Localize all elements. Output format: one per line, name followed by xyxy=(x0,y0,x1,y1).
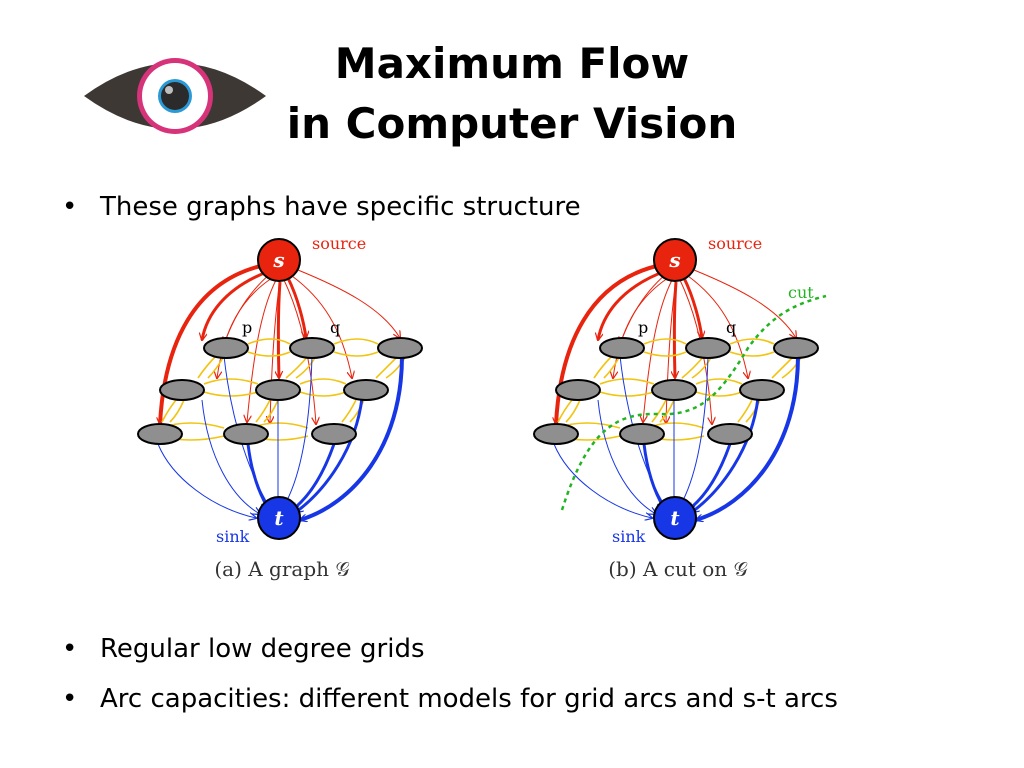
figure-caption: (b) A cut on 𝒢 xyxy=(608,557,748,581)
grid-arcs xyxy=(555,338,803,441)
grid-node xyxy=(599,337,645,359)
grid-node xyxy=(311,423,357,445)
bullet-symbol: • xyxy=(62,634,78,664)
grid-node xyxy=(773,337,819,359)
node-p-label: p xyxy=(242,318,252,337)
title-line-1: Maximum Flow xyxy=(334,39,690,88)
grid-node xyxy=(533,423,579,445)
graph-figure-a: s source t sink p q (a) A graph 𝒢 xyxy=(137,234,423,581)
source-label: source xyxy=(708,234,762,253)
figure-caption: (a) A graph 𝒢 xyxy=(214,557,349,581)
grid-node xyxy=(377,337,423,359)
grid-node xyxy=(651,379,697,401)
source-node xyxy=(653,238,697,282)
grid-node xyxy=(707,423,753,445)
node-q-label: q xyxy=(330,318,340,337)
sink-node xyxy=(653,496,697,540)
sink-label: sink xyxy=(612,527,646,546)
grid-nodes xyxy=(533,337,819,445)
slide-title: Maximum Flow in Computer Vision xyxy=(250,34,774,154)
eye-logo-icon xyxy=(84,58,266,134)
grid-node xyxy=(289,337,335,359)
bullet-text: Arc capacities: different models for gri… xyxy=(100,684,838,714)
cut-curve xyxy=(560,294,827,511)
source-node-label: s xyxy=(668,248,680,272)
bullet-text: These graphs have specific structure xyxy=(100,192,581,222)
grid-node xyxy=(619,423,665,445)
sink-node xyxy=(257,496,301,540)
title-line-2: in Computer Vision xyxy=(286,99,738,148)
bullet-symbol: • xyxy=(62,192,78,222)
graph-figure-b: cut s source t sink p q (b) A cut on 𝒢 xyxy=(533,234,827,581)
grid-node xyxy=(203,337,249,359)
sink-node-label: t xyxy=(274,506,284,530)
grid-node xyxy=(159,379,205,401)
node-p-label: p xyxy=(638,318,648,337)
source-node xyxy=(257,238,301,282)
sink-node-label: t xyxy=(670,506,680,530)
grid-node xyxy=(343,379,389,401)
grid-nodes xyxy=(137,337,423,445)
grid-node xyxy=(137,423,183,445)
source-node-label: s xyxy=(272,248,284,272)
node-q-label: q xyxy=(726,318,736,337)
grid-node xyxy=(223,423,269,445)
cut-label: cut xyxy=(788,283,814,302)
bullet-symbol: • xyxy=(62,684,78,714)
grid-node xyxy=(739,379,785,401)
grid-node xyxy=(685,337,731,359)
sink-label: sink xyxy=(216,527,250,546)
grid-node xyxy=(255,379,301,401)
grid-node xyxy=(555,379,601,401)
bullet-text: Regular low degree grids xyxy=(100,634,425,664)
source-label: source xyxy=(312,234,366,253)
